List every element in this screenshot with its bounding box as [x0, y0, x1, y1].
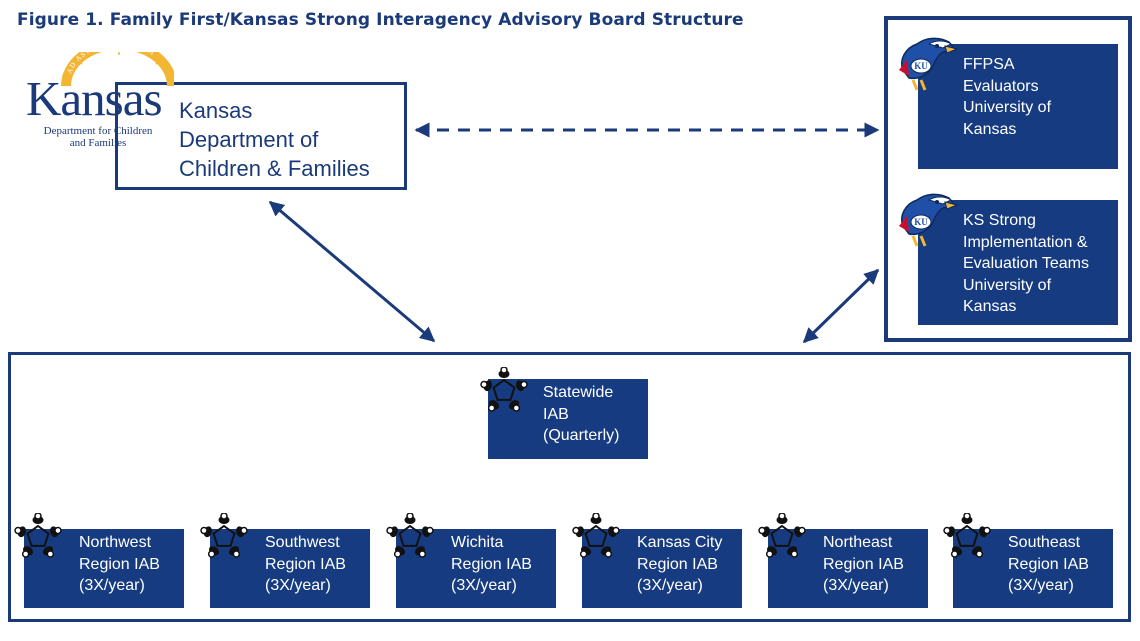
figure-title: Figure 1. Family First/Kansas Strong Int…: [17, 10, 744, 30]
dcf-iab-arrow: [268, 200, 436, 343]
jayhawk-icon: KU: [899, 193, 959, 247]
logo-wordmark: Kansas: [26, 71, 163, 126]
roundtable-people-icon: [758, 513, 806, 558]
sun-arc-icon: AD ASTRA PER ASPERA: [61, 52, 174, 87]
dcf-label: Kansas Department of Children & Families: [179, 98, 370, 181]
roundtable-people-icon: [480, 367, 528, 412]
kansas-dcf-logo: AD ASTRA PER ASPERA Kansas Department fo…: [22, 52, 174, 157]
ku-iab-arrow: [802, 268, 880, 344]
roundtable-people-icon: [943, 513, 991, 558]
roundtable-people-icon: [572, 513, 620, 558]
ffpsa-evaluators-box: FFPSA Evaluators University of Kansas: [918, 44, 1118, 169]
statewide-iab-box: Statewide IAB (Quarterly): [488, 379, 648, 459]
roundtable-people-icon: [200, 513, 248, 558]
jayhawk-icon: KU: [899, 37, 959, 91]
dcf-box: [115, 82, 407, 190]
roundtable-people-icon: [386, 513, 434, 558]
ku-logo-text: KU: [914, 61, 928, 71]
iab-frame: [8, 352, 1131, 622]
ks-strong-teams-box: KS Strong Implementation & Evaluation Te…: [918, 200, 1118, 325]
logo-subtitle: Department for Children and Families: [43, 125, 153, 149]
roundtable-people-icon: [14, 513, 62, 558]
ku-logo-text: KU: [914, 217, 928, 227]
